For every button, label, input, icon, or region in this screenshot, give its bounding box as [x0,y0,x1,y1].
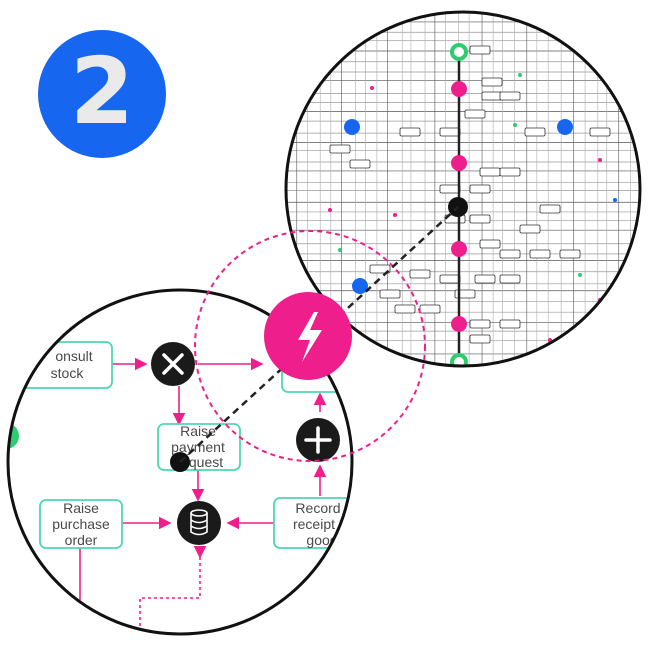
task-label: Raise [180,423,216,439]
database-icon[interactable] [177,501,221,545]
parallel-gateway-icon[interactable] [296,418,340,462]
mini-task-box [474,274,496,284]
task-raise-purchase-order[interactable]: Raise purchase order [39,499,123,549]
mini-task-box [464,109,486,119]
marker-dot [370,86,374,90]
mini-task-box [469,334,491,344]
marker-dot [578,273,582,277]
marker-dot [598,158,602,162]
timer-event-icon [557,119,573,135]
zoom-link-line [179,206,459,463]
intermediate-event-icon [451,155,467,171]
intermediate-event-icon [451,241,467,257]
lightning-event-icon[interactable] [264,292,352,380]
mini-task-box [469,214,491,224]
intermediate-event-icon [451,81,467,97]
mini-task-box [394,304,416,314]
mini-task-box [419,304,441,314]
mini-task-box [379,289,401,299]
task-label: receipt [293,516,335,532]
marker-dot [328,208,332,212]
task-label: payment [171,439,225,455]
intermediate-event-icon [451,316,467,332]
mini-task-box [499,167,521,177]
mini-task-box [499,319,521,329]
marker-dot [393,213,397,217]
mini-task-box [409,269,431,279]
task-label: Record [295,500,340,516]
mini-task-box [524,127,546,137]
mini-task-box [369,264,391,274]
mini-task-box [559,249,581,259]
task-label: Raise [63,500,99,516]
mini-task-box [499,91,521,101]
flow-connectors [79,357,327,634]
mini-task-box [519,224,541,234]
mini-task-box [499,249,521,259]
marker-dot [613,198,617,202]
mini-task-box [539,204,561,214]
overview-main-flow [344,43,573,366]
highlight-ring [194,230,426,462]
mini-task-box [589,127,611,137]
task-label: onsult [55,348,92,364]
marker-dot [518,73,522,77]
timer-event-icon [344,119,360,135]
mini-task-box [329,144,351,154]
mini-task-box [439,274,461,284]
mini-task-box [469,319,491,329]
mini-task-box [479,167,501,177]
marker-dot [338,248,342,252]
start-event-icon [450,43,468,61]
task-consult-stock[interactable]: onsult stock [4,341,113,389]
overview-process-map [284,10,642,368]
step-number-badge: 2 [38,30,166,158]
task-label: order [65,532,98,548]
task-label: stock [51,365,85,381]
gateway-node-icon [448,197,468,217]
task-label: quest [189,454,223,470]
mini-task-box [469,184,491,194]
exclusive-gateway-icon[interactable] [151,342,195,386]
mini-task-box [439,127,461,137]
step-number: 2 [69,38,134,145]
mini-task-box [479,239,501,249]
timer-event-icon [352,278,368,294]
mini-task-box [469,45,491,55]
marker-dot [513,123,517,127]
mini-task-box [349,159,371,169]
mini-task-box [499,274,521,284]
mini-task-box [399,127,421,137]
task-label: purchase [52,516,110,532]
mini-task-box [439,184,461,194]
mini-task-box [481,91,503,101]
mini-task-box [529,249,551,259]
mini-task-box [481,77,503,87]
